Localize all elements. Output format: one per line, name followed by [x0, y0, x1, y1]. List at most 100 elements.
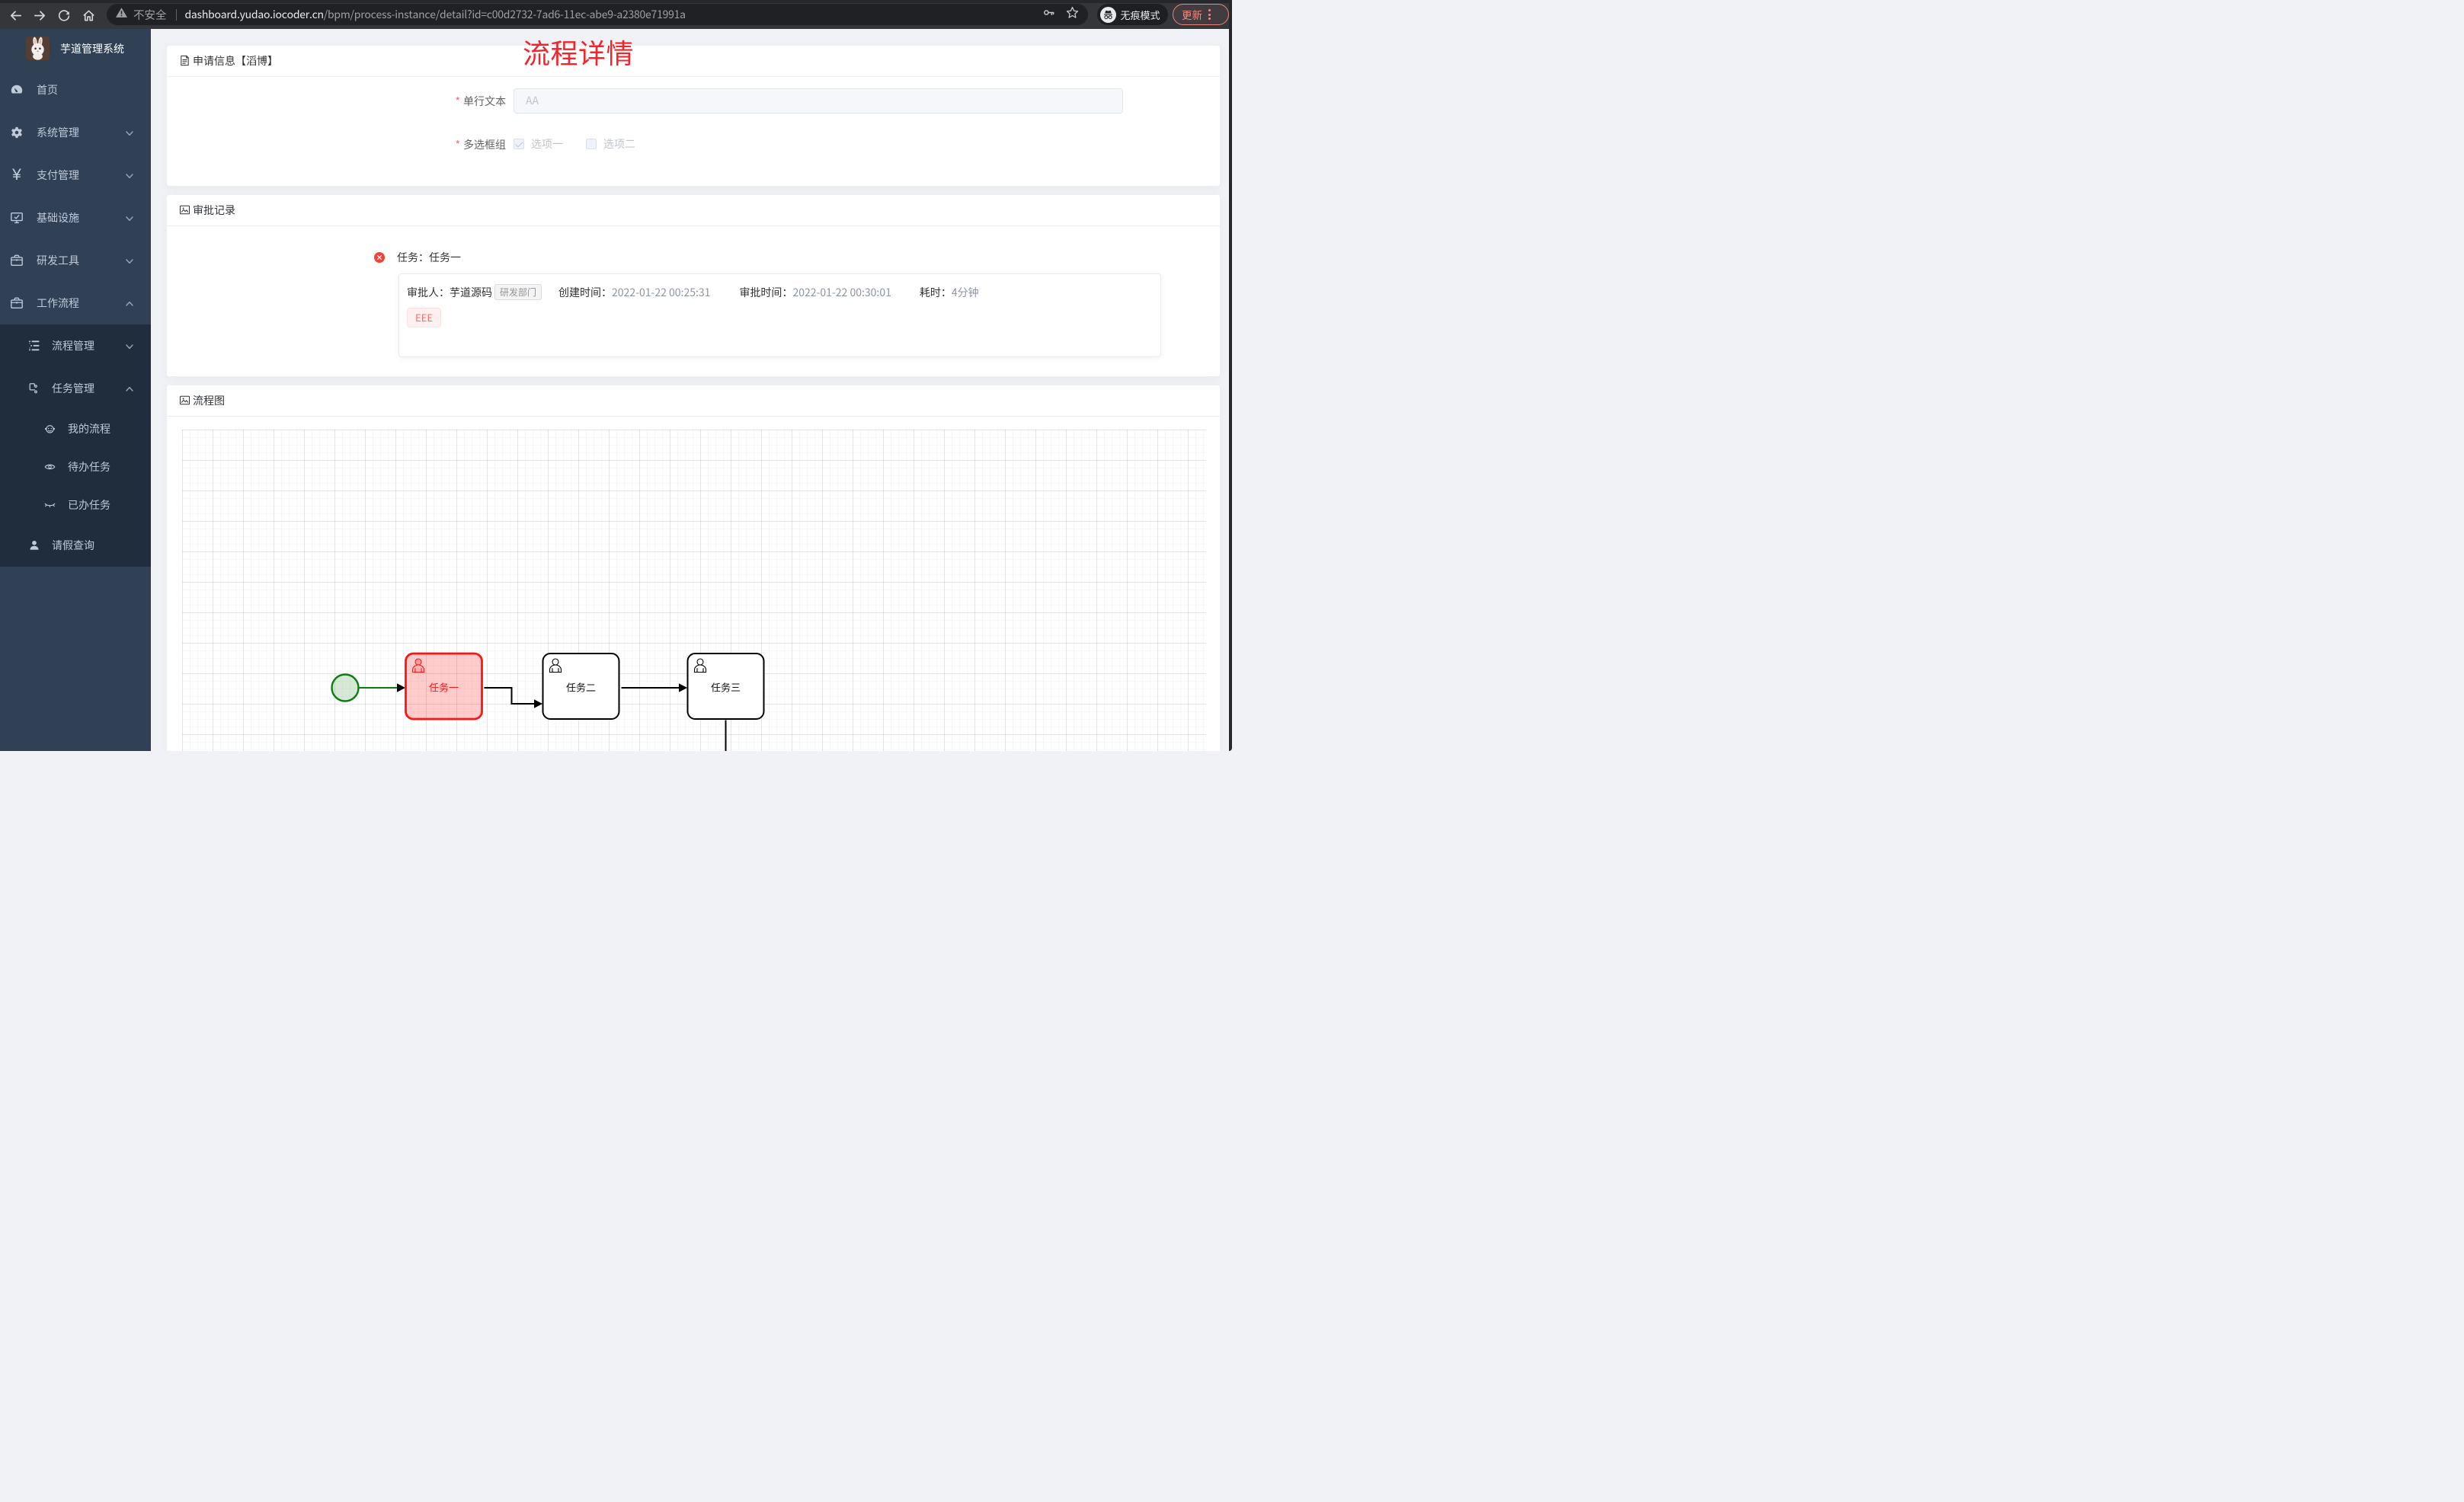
create-time-value: 2022-01-22 00:25:31 [612, 284, 711, 300]
eye-icon [44, 462, 56, 473]
text-input[interactable]: AA [514, 88, 1123, 113]
back-button[interactable] [5, 5, 25, 25]
checkbox-form-row: *多选框组 选项一 选项二 [167, 132, 1220, 157]
logo-avatar [26, 37, 50, 60]
text-form-row: *单行文本 AA [167, 88, 1220, 113]
robot-icon [44, 423, 56, 435]
menu-kebab-icon[interactable] [1208, 9, 1211, 20]
flow-diagram-card: 流程图 任务一 [166, 384, 1221, 751]
sidebar-item-home[interactable]: 首页 [0, 69, 151, 111]
app-logo[interactable]: 芋道管理系统 [0, 29, 151, 69]
bpmn-arrowhead [679, 682, 687, 692]
sidebar-item-done-tasks[interactable]: 已办任务 [0, 486, 151, 524]
bpmn-diagram: 任务一 任务二 [331, 652, 765, 751]
bpmn-task-1[interactable]: 任务一 [405, 652, 483, 720]
sidebar-item-devtools[interactable]: 研发工具 [0, 239, 151, 282]
dashboard-icon [10, 83, 24, 97]
task-timeline-item: 任务：任务一 [374, 250, 461, 265]
key-icon[interactable] [1042, 6, 1055, 23]
reload-button[interactable] [54, 5, 74, 25]
picture-icon [179, 395, 190, 406]
chevron-down-icon [124, 255, 135, 266]
address-bar[interactable]: 不安全 dashboard.yudao.iocoder.cn/bpm/proce… [107, 4, 1088, 25]
sidebar-item-payment[interactable]: ¥ 支付管理 [0, 154, 151, 197]
apply-card-header: 申请信息【滔博】 [167, 46, 1220, 77]
bpmn-task-2[interactable]: 任务二 [542, 652, 620, 720]
window-frame-right [1229, 0, 1232, 751]
browser-toolbar: 不安全 dashboard.yudao.iocoder.cn/bpm/proce… [0, 0, 1232, 29]
gear-icon [10, 126, 24, 139]
sidebar-item-my-process[interactable]: 我的流程 [0, 410, 151, 448]
app-title: 芋道管理系统 [60, 41, 124, 56]
checkbox-group: 选项一 选项二 [514, 132, 635, 157]
bpmn-task-3[interactable]: 任务三 [686, 652, 765, 720]
approve-time-label: 审批时间： [739, 284, 793, 300]
sidebar-menu: 首页 系统管理 ¥ 支付管理 基础设施 研发工具 [0, 69, 151, 567]
page-title: 流程详情 [523, 32, 635, 72]
page-url[interactable]: dashboard.yudao.iocoder.cn/bpm/process-i… [184, 7, 686, 22]
monitor-icon [10, 211, 24, 225]
bpmn-flow-task1-task2 [484, 686, 535, 705]
bpmn-arrowhead [534, 698, 542, 708]
required-asterisk: * [455, 136, 460, 152]
checkbox-option-1[interactable] [514, 139, 524, 149]
security-label[interactable]: 不安全 [133, 6, 167, 23]
checkbox-field-label: *多选框组 [455, 136, 506, 152]
bpmn-canvas[interactable]: 任务一 任务二 [182, 429, 1206, 751]
dept-tag: 研发部门 [494, 284, 542, 300]
svg-text:任务一: 任务一 [429, 679, 459, 694]
document-icon [179, 55, 190, 66]
user-icon [28, 539, 40, 551]
home-button[interactable] [78, 5, 98, 25]
list-tree-icon [28, 340, 40, 352]
user-task-icon [411, 657, 425, 673]
checkbox-option-2[interactable] [586, 139, 597, 149]
apply-info-card: 申请信息【滔博】 *单行文本 AA *多选框组 选项一 选项二 [166, 44, 1221, 187]
comment-tag: EEE [407, 307, 441, 328]
sidebar-item-process-mgmt[interactable]: 流程管理 [0, 324, 151, 367]
forward-button[interactable] [30, 5, 50, 25]
omnibox-separator [175, 8, 177, 21]
approve-time-value: 2022-01-22 00:30:01 [792, 284, 891, 300]
svg-text:任务二: 任务二 [566, 679, 596, 694]
bpmn-arrowhead [397, 682, 405, 692]
yen-icon: ¥ [12, 166, 21, 184]
sidebar-item-workflow[interactable]: 工作流程 [0, 282, 151, 324]
sidebar-item-infra[interactable]: 基础设施 [0, 197, 151, 239]
briefcase-icon [10, 296, 24, 310]
user-task-icon [693, 657, 707, 673]
briefcase-icon [10, 254, 24, 267]
apply-card-title: 申请信息【滔博】 [193, 53, 278, 69]
sidebar-item-task-mgmt[interactable]: 任务管理 [0, 367, 151, 410]
create-time-label: 创建时间： [558, 284, 613, 300]
picture-icon [179, 204, 190, 216]
workflow-submenu: 流程管理 任务管理 我的流程 待办任务 [0, 324, 151, 567]
eye-closed-icon [44, 500, 56, 511]
svg-text:任务三: 任务三 [711, 679, 741, 694]
flow-card-title: 流程图 [193, 392, 225, 408]
incognito-label: 无痕模式 [1120, 7, 1160, 22]
required-asterisk: * [455, 93, 460, 109]
approver-label: 审批人： [407, 284, 450, 300]
chevron-up-icon [124, 298, 135, 308]
approval-detail-box: 审批人： 芋道源码 研发部门 创建时间： 2022-01-22 00:25:31… [398, 273, 1161, 357]
chevron-down-icon [124, 170, 135, 181]
approve-card-header: 审批记录 [167, 195, 1220, 226]
incognito-icon [1099, 6, 1116, 23]
chevron-down-icon [124, 340, 135, 351]
sidebar-item-system[interactable]: 系统管理 [0, 111, 151, 154]
flow-card-header: 流程图 [167, 385, 1220, 417]
bpmn-start-event[interactable] [331, 673, 360, 702]
duration-value: 4分钟 [951, 284, 979, 300]
sidebar-item-todo-tasks[interactable]: 待办任务 [0, 448, 151, 486]
approve-card-title: 审批记录 [193, 202, 235, 218]
window-frame [0, 0, 1232, 3]
chevron-down-icon [124, 127, 135, 138]
sidebar-item-leave-query[interactable]: 请假查询 [0, 524, 151, 567]
approver-name: 芋道源码 [450, 284, 492, 300]
chevron-up-icon [124, 383, 135, 394]
user-task-icon [549, 657, 562, 673]
bookmark-star-icon[interactable] [1066, 6, 1079, 23]
chevron-down-icon [124, 213, 135, 223]
update-chrome-button[interactable]: 更新 [1173, 4, 1229, 25]
